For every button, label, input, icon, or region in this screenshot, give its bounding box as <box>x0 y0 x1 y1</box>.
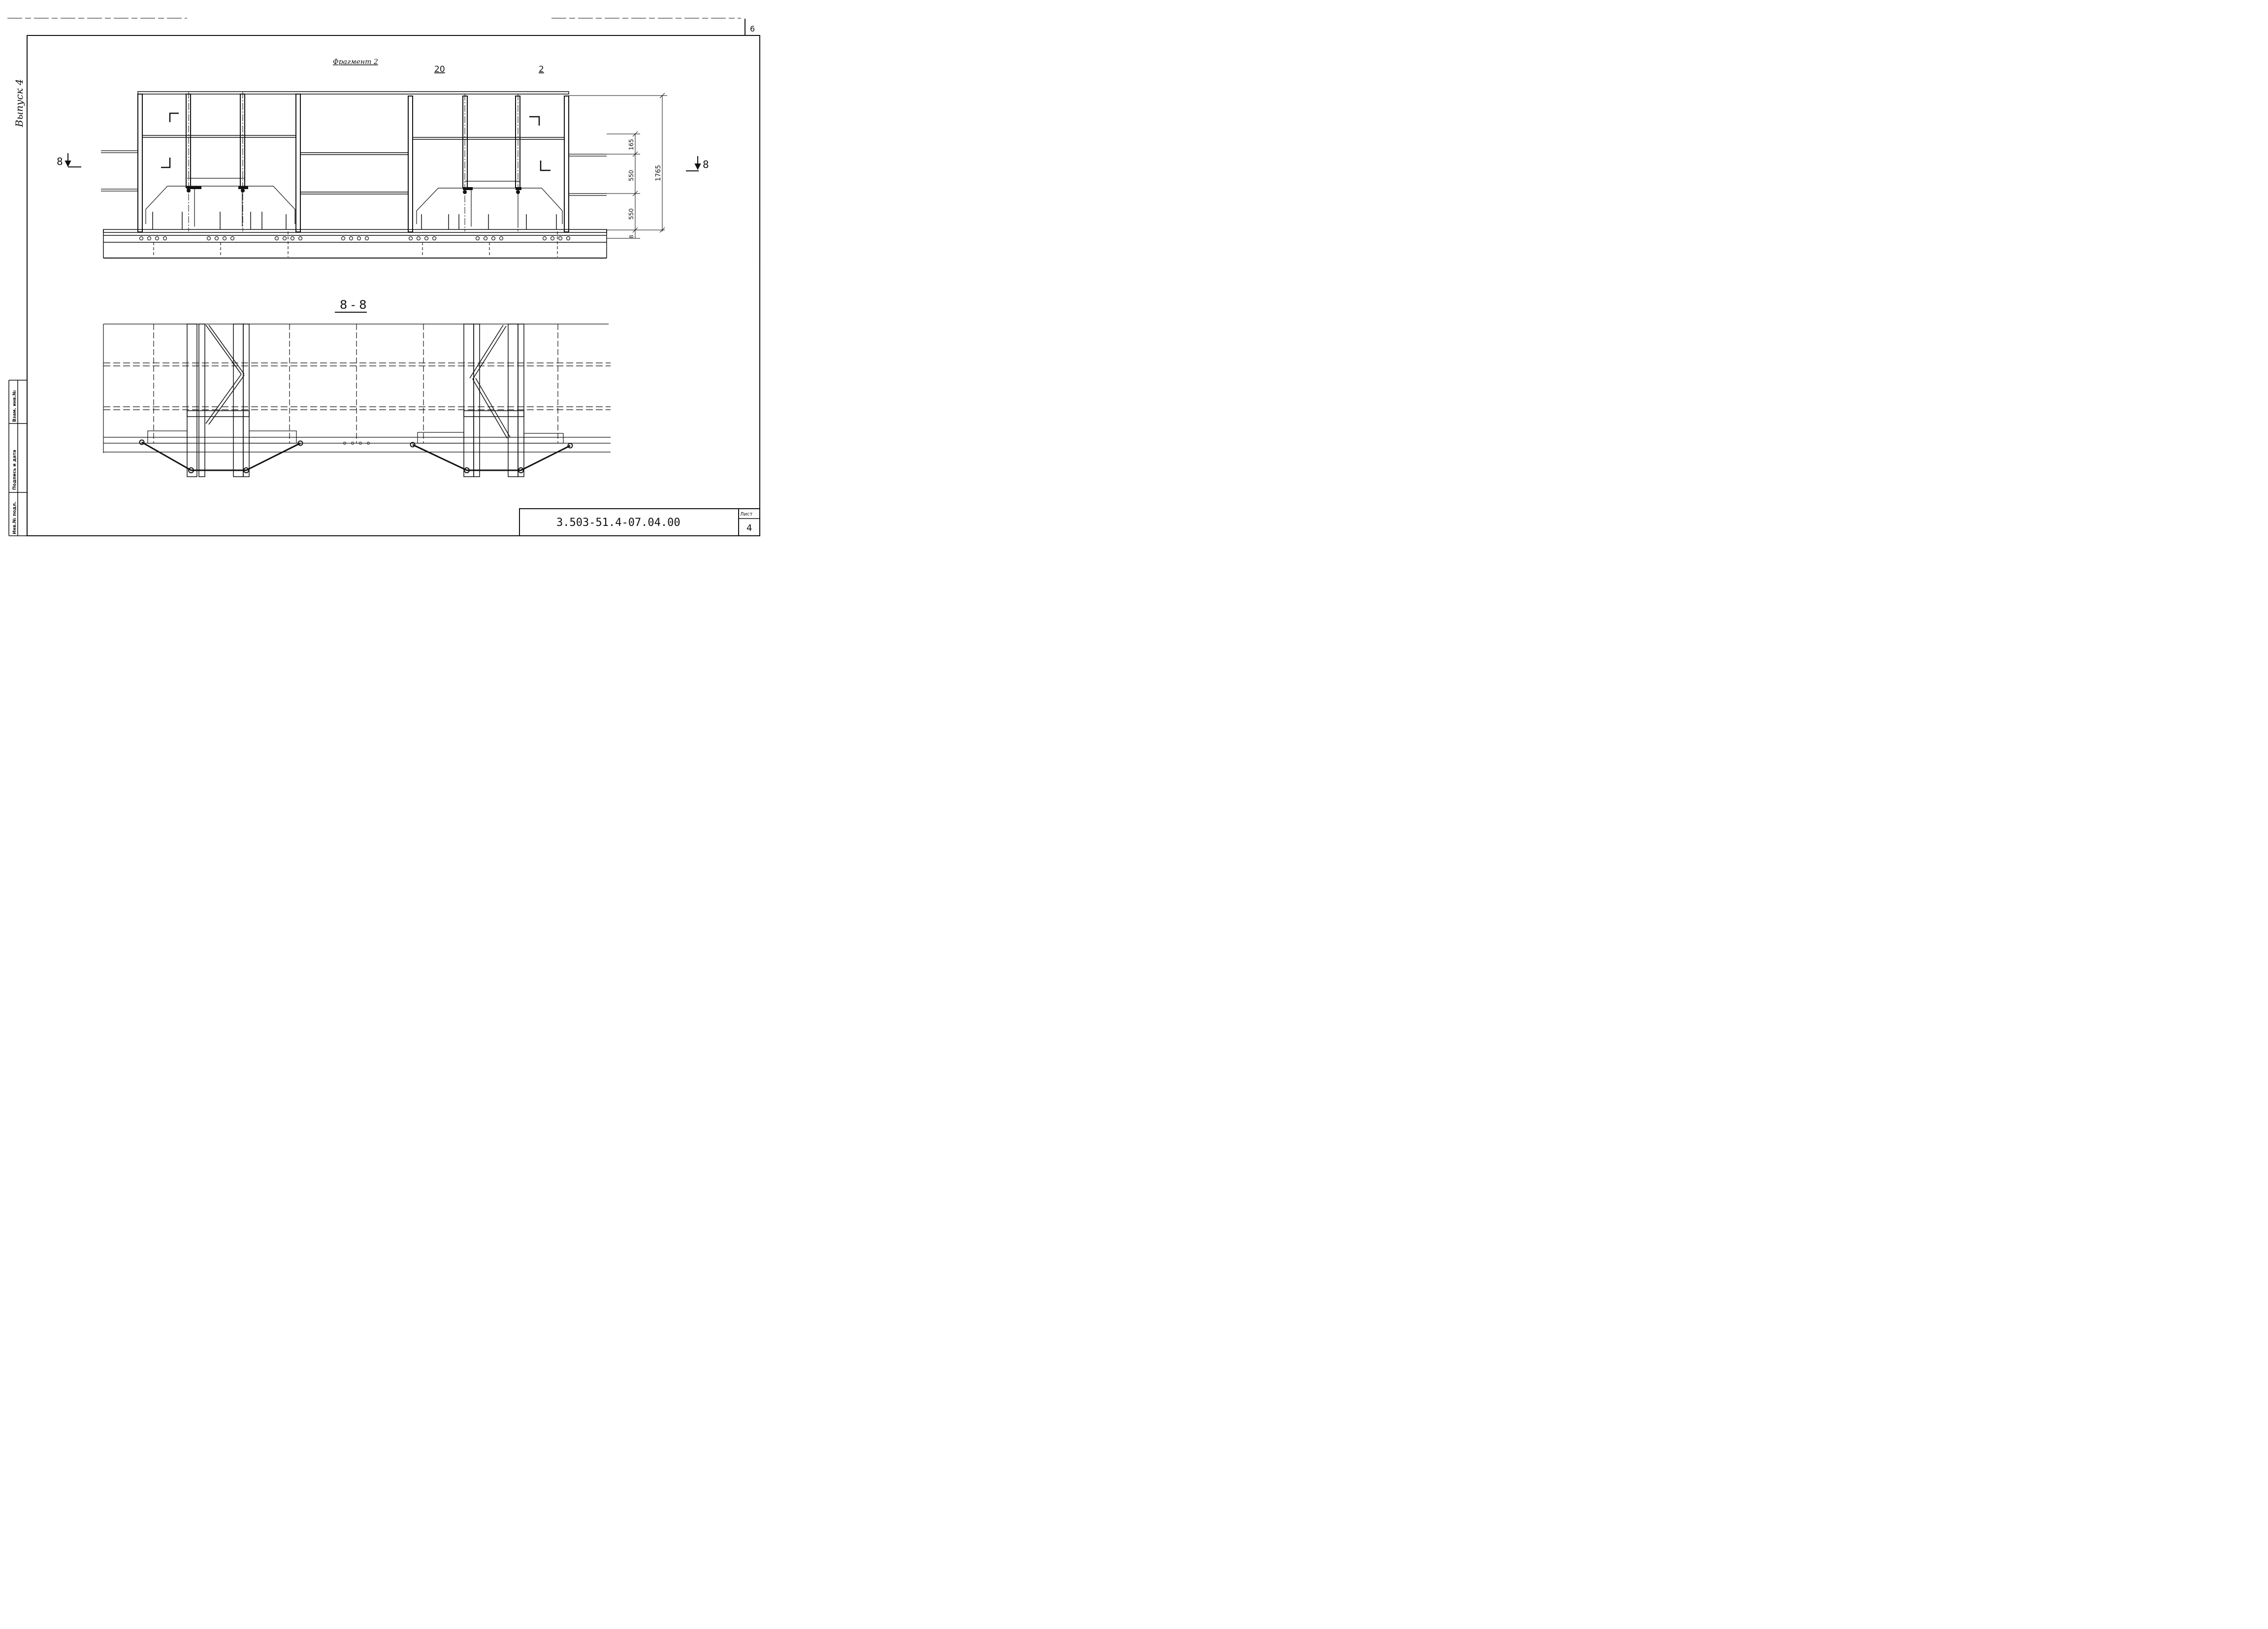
dim-550-upper: 550 <box>628 170 635 181</box>
issue-label: Выпуск 4 <box>13 79 25 128</box>
section-mark-right: 8 <box>703 159 709 170</box>
sheet-frame <box>7 18 760 536</box>
dim-1765: 1765 <box>655 165 662 181</box>
stamp-replace-label: Взам. инв.№ <box>12 390 17 422</box>
document-code: 3.503-51.4-07.04.00 <box>556 517 680 529</box>
anchor-bolts <box>152 212 557 229</box>
hidden-lines-base <box>153 231 558 257</box>
section-plan <box>103 324 611 477</box>
right-columns <box>463 324 524 477</box>
section-mark-left: 8 <box>57 156 63 167</box>
gusset-left <box>145 178 295 227</box>
angle-marks <box>161 112 551 171</box>
rod-ends <box>139 439 573 473</box>
sheet-number: 4 <box>746 523 752 533</box>
dim-165: 165 <box>628 139 635 150</box>
stamp-sign-label: Подпись и дата <box>12 450 17 490</box>
left-columns <box>187 324 250 477</box>
fragment-title: Фрагмент 2 <box>333 58 378 66</box>
horizontal-ribs <box>142 135 564 195</box>
fragment-mark-2: 2 <box>539 65 544 74</box>
section-title: 8 - 8 <box>340 298 366 312</box>
dimension-lines <box>569 93 667 239</box>
base-holes <box>139 236 571 241</box>
plan-holes <box>343 442 370 445</box>
page-number-top: 6 <box>750 24 755 33</box>
vertical-posts <box>137 94 569 232</box>
gusset-right <box>416 181 563 227</box>
tie-rods <box>141 441 571 471</box>
pipe-stubs <box>101 150 607 196</box>
dim-550-lower: 550 <box>628 208 635 220</box>
plan-base <box>103 430 611 453</box>
base-beam <box>103 229 607 259</box>
fragment-elevation <box>101 91 607 259</box>
section-arrows <box>65 153 701 171</box>
technical-drawing: 6 Выпуск 4 Инв.№ подл. Подпись и дата Вз… <box>7 18 760 536</box>
fragment-mark-20: 20 <box>434 65 445 74</box>
stamp-inv-label: Инв.№ подл. <box>12 501 17 534</box>
dim-8: 8 <box>628 235 635 238</box>
sheet-label: Лист <box>740 512 753 517</box>
column-centerlines <box>188 92 518 231</box>
